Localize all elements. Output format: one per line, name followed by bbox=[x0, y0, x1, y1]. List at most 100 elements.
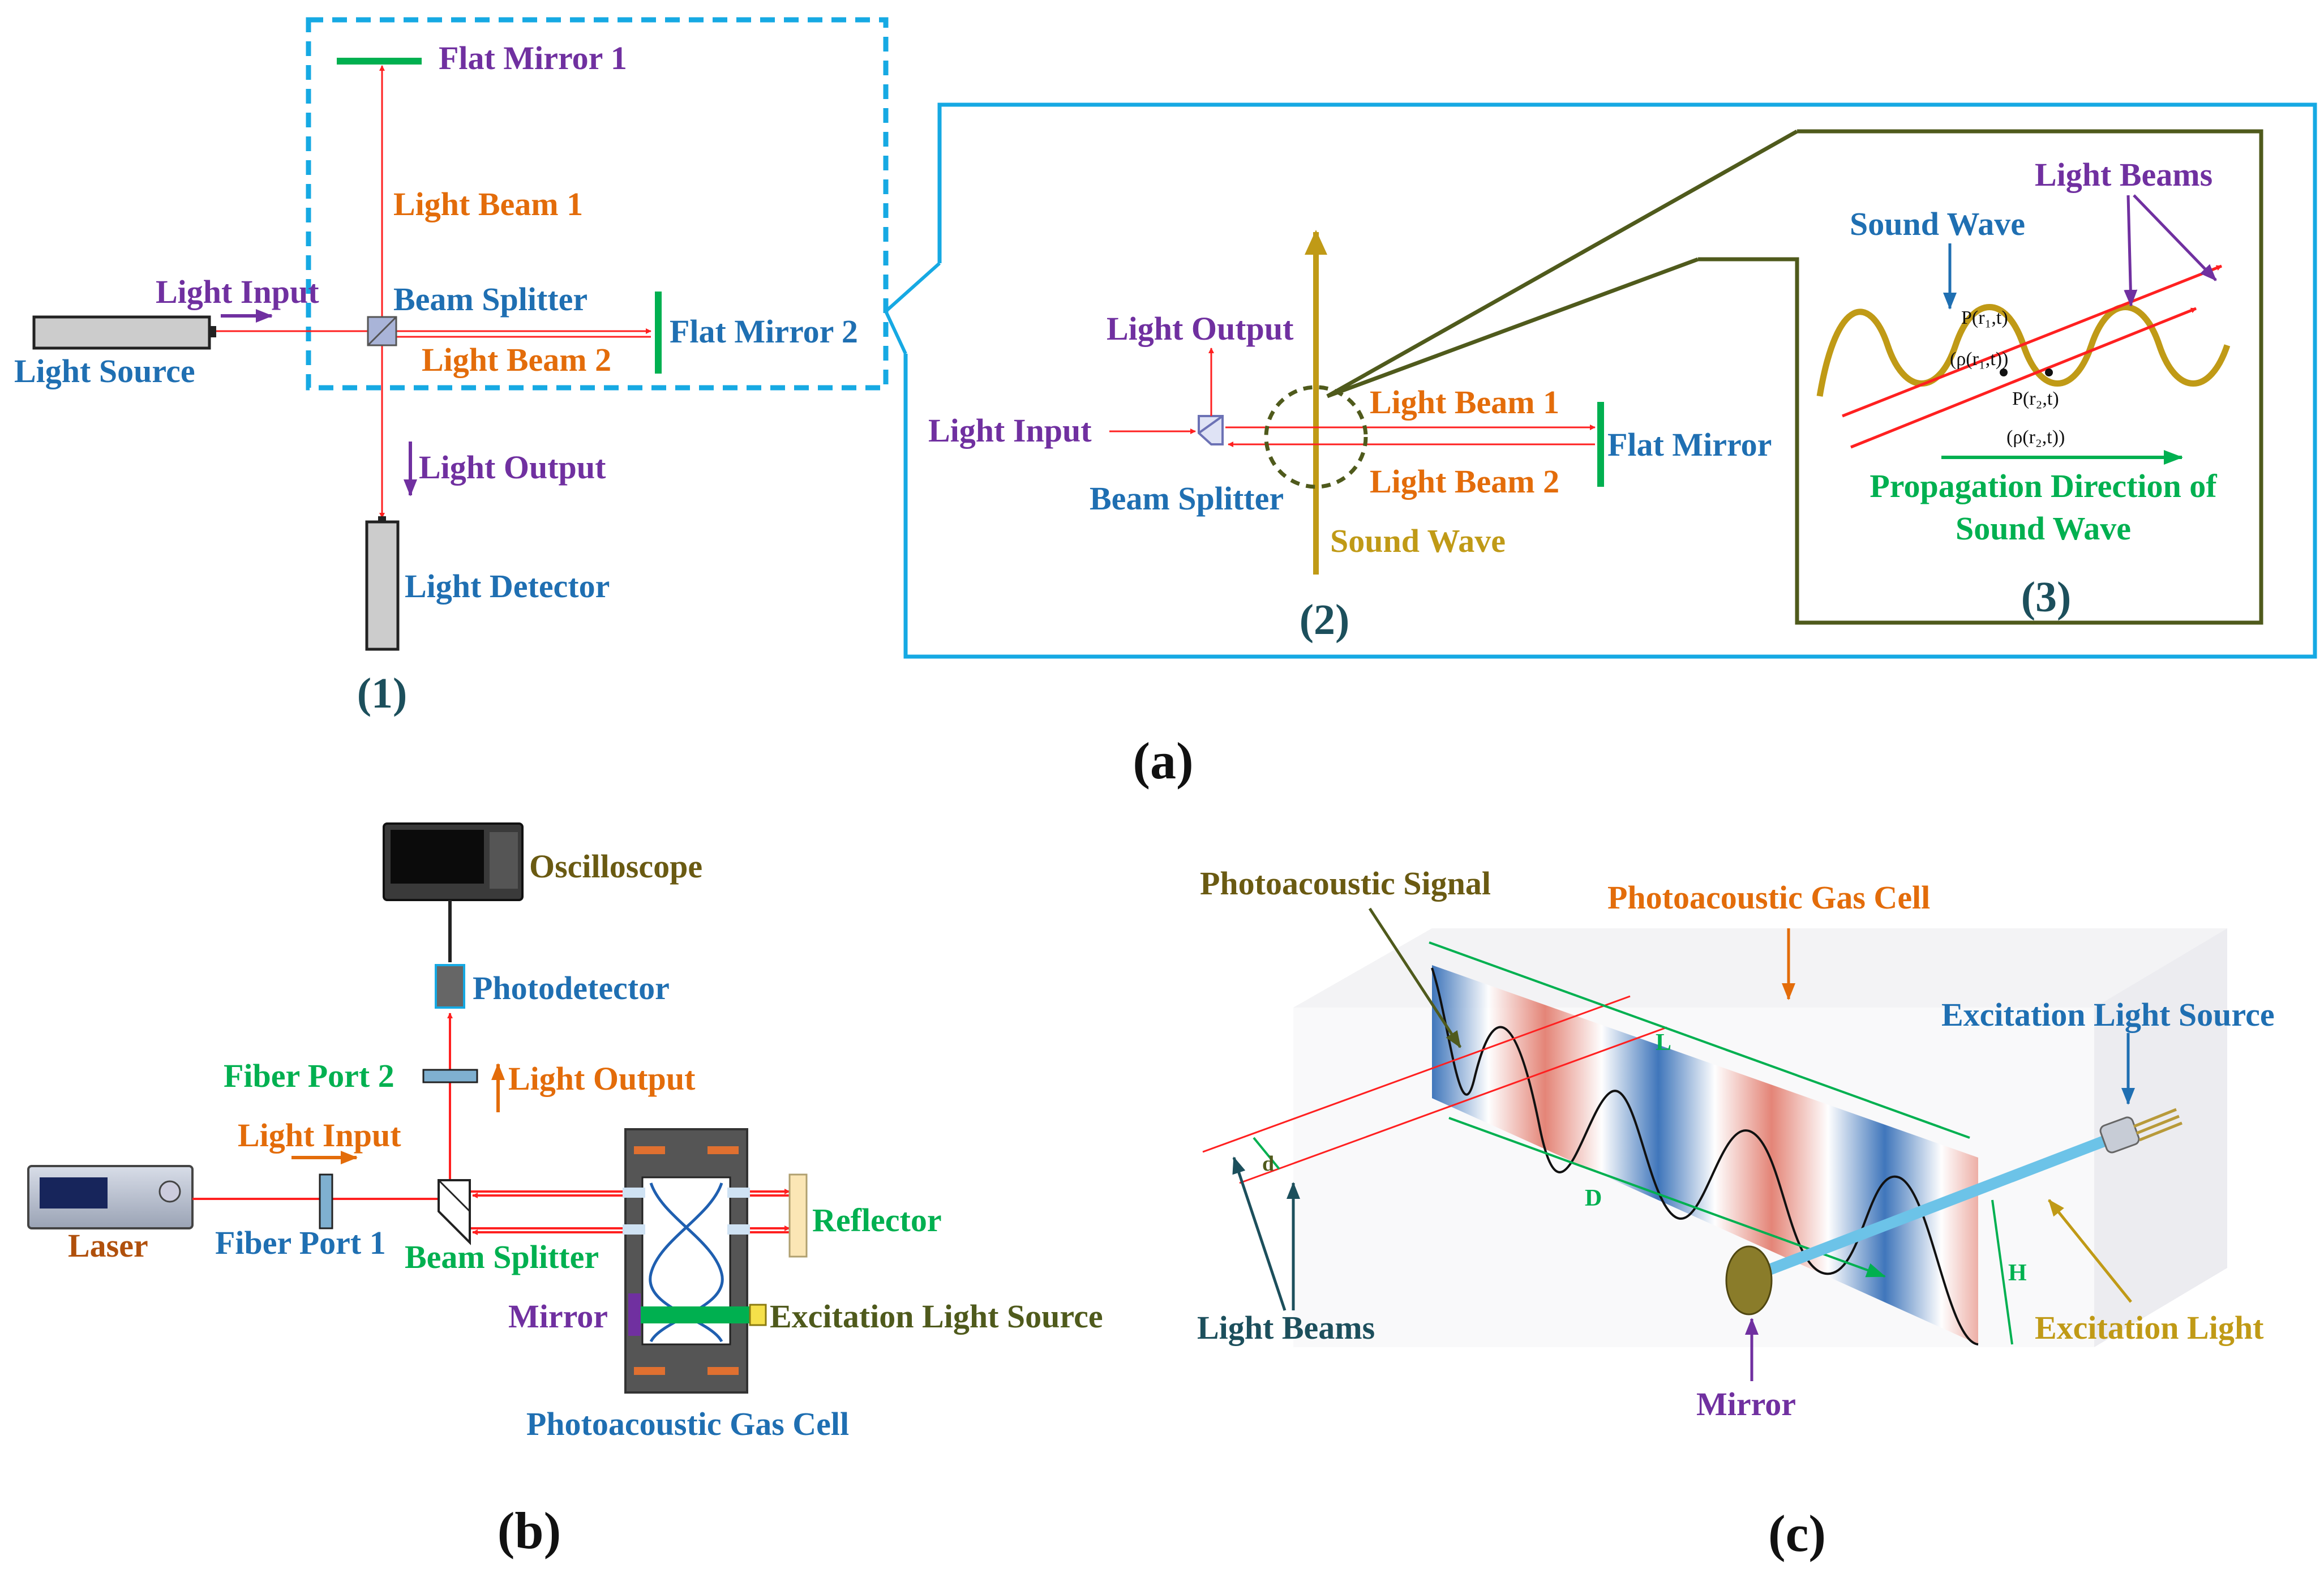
label-rho-r2: (ρ(r₂,t)) bbox=[2006, 427, 2065, 448]
gas-cell-window bbox=[727, 1224, 750, 1235]
pressure-field bbox=[1432, 965, 1978, 1344]
fiber-port-2 bbox=[422, 1069, 478, 1083]
label-light-input: Light Input bbox=[156, 273, 319, 310]
label-sub1: (1) bbox=[357, 670, 408, 717]
reflector bbox=[788, 1173, 808, 1258]
label-p-r2: P(r₂,t) bbox=[2012, 388, 2059, 409]
gas-cell-pad bbox=[708, 1367, 739, 1375]
subpanel-a3: Sound Wave Light Beams P(r₁,t) (ρ(r₁,t))… bbox=[1816, 156, 2231, 621]
c-excitation-beam bbox=[1750, 1135, 2108, 1282]
arrow-light-beams-b bbox=[2133, 194, 2217, 281]
arrow-excitation-light-c bbox=[2048, 1199, 2132, 1303]
excitation-source-c bbox=[2099, 1116, 2140, 1154]
label-light-input-2: Light Input bbox=[928, 412, 1092, 449]
point-r2 bbox=[2045, 368, 2053, 376]
label-propagation-2: Sound Wave bbox=[1956, 510, 2131, 547]
gas-cell-window bbox=[727, 1188, 750, 1198]
pressure-wave-curve bbox=[1431, 967, 1979, 1345]
label-light-beams-3: Light Beams bbox=[2035, 156, 2212, 193]
label-L: L bbox=[1656, 1030, 1671, 1056]
label-pa-signal: Photoacoustic Signal bbox=[1200, 865, 1491, 902]
label-beam-splitter-2: Beam Splitter bbox=[1090, 480, 1284, 517]
c-beam-1 bbox=[1202, 995, 1631, 1153]
label-light-output-2: Light Output bbox=[1107, 310, 1294, 347]
beam-splitter-2 bbox=[1198, 415, 1224, 445]
fiber-port-1 bbox=[319, 1173, 333, 1229]
beam-splitter-diagonal bbox=[367, 316, 397, 346]
panel-c: L D H d Photoacoustic Signal Photoacoust… bbox=[1197, 865, 2275, 1422]
zoom-connector-top bbox=[884, 262, 941, 313]
dim-d bbox=[1253, 1137, 1280, 1170]
beam-splitter-b-diagonal bbox=[438, 1179, 471, 1212]
label-light-input-b: Light Input bbox=[238, 1117, 401, 1154]
excitation-beam-b bbox=[641, 1306, 754, 1323]
label-light-beam-2: Light Beam 2 bbox=[422, 341, 611, 378]
mirror-c bbox=[1725, 1245, 1773, 1315]
label-sub3: (3) bbox=[2021, 573, 2072, 621]
label-fiber-port-1: Fiber Port 1 bbox=[215, 1224, 386, 1261]
label-panel-a: (a) bbox=[1133, 732, 1193, 790]
point-r1 bbox=[2000, 368, 2008, 376]
label-light-beam-1: Light Beam 1 bbox=[393, 186, 583, 222]
label-flat-mirror-2: Flat Mirror 2 bbox=[670, 313, 858, 350]
label-sound-wave-2: Sound Wave bbox=[1330, 522, 1506, 559]
label-beam-splitter-b: Beam Splitter bbox=[405, 1239, 599, 1275]
label-light-detector: Light Detector bbox=[405, 568, 610, 605]
mirror-b bbox=[628, 1293, 641, 1336]
label-photodetector: Photodetector bbox=[473, 970, 670, 1006]
label-light-source: Light Source bbox=[14, 353, 195, 389]
label-sub2: (2) bbox=[1300, 596, 1350, 644]
subpanel-a2: Light Output Light Input Beam Splitter L… bbox=[884, 102, 2317, 659]
dim-H bbox=[1991, 1199, 2013, 1345]
c-beam-2 bbox=[1239, 1026, 1667, 1184]
label-mirror-c: Mirror bbox=[1696, 1386, 1796, 1422]
label-p-r1: P(r₁,t) bbox=[1961, 307, 2008, 328]
label-laser: Laser bbox=[68, 1227, 148, 1264]
zoom-circle bbox=[1264, 385, 1368, 489]
olive-connector-1 bbox=[1326, 129, 1798, 398]
label-light-output: Light Output bbox=[419, 449, 606, 486]
arrow-light-beams-a bbox=[2124, 195, 2138, 307]
arrow-light-beams-c1 bbox=[1232, 1156, 1287, 1311]
light-source-cap bbox=[208, 326, 216, 337]
gas-cell-pad bbox=[634, 1367, 665, 1375]
label-light-output-b: Light Output bbox=[508, 1060, 696, 1097]
label-H: H bbox=[2008, 1260, 2027, 1286]
label-d: d bbox=[1262, 1152, 1274, 1176]
zoom-box-dashed bbox=[306, 17, 889, 391]
oscilloscope-screen bbox=[391, 830, 484, 884]
photodetector bbox=[435, 964, 465, 1009]
label-light-beams-c: Light Beams bbox=[1197, 1309, 1375, 1346]
gas-cell-window bbox=[623, 1224, 645, 1235]
gas-cell-pad bbox=[634, 1146, 665, 1154]
label-excitation-b: Excitation Light Source bbox=[770, 1298, 1103, 1335]
laser-knob bbox=[158, 1180, 181, 1203]
sound-wave-sine bbox=[1816, 304, 2231, 397]
oscilloscope-controls bbox=[490, 832, 518, 889]
light-detector bbox=[365, 520, 400, 651]
beam-splitter-b bbox=[438, 1179, 471, 1245]
excitation-source-b bbox=[749, 1304, 767, 1326]
light-beam-line-2 bbox=[1850, 307, 2197, 449]
label-flat-mirror-1: Flat Mirror 1 bbox=[439, 40, 627, 76]
label-D: D bbox=[1585, 1185, 1602, 1211]
label-fiber-port-2: Fiber Port 2 bbox=[224, 1057, 395, 1094]
gas-cell-window bbox=[623, 1188, 645, 1198]
source-pin bbox=[2136, 1115, 2180, 1135]
label-panel-b: (b) bbox=[498, 1502, 561, 1559]
zoom-connector-bottom bbox=[884, 310, 907, 355]
label-reflector: Reflector bbox=[812, 1202, 942, 1239]
label-light-beam-1-2: Light Beam 1 bbox=[1370, 384, 1559, 421]
dim-L bbox=[1429, 941, 1970, 1139]
label-panel-c: (c) bbox=[1768, 1505, 1826, 1562]
source-pin bbox=[2139, 1121, 2182, 1142]
label-light-beam-2-2: Light Beam 2 bbox=[1370, 463, 1559, 500]
arrow-pa-signal bbox=[1368, 907, 1462, 1048]
label-oscilloscope: Oscilloscope bbox=[529, 848, 702, 885]
label-beam-splitter: Beam Splitter bbox=[393, 281, 588, 318]
label-gas-cell-b: Photoacoustic Gas Cell bbox=[526, 1405, 849, 1442]
label-excitation-c: Excitation Light Source bbox=[1941, 996, 2275, 1033]
gas-cell-box-top bbox=[1293, 928, 2227, 1008]
label-sound-wave-3: Sound Wave bbox=[1850, 205, 2025, 242]
